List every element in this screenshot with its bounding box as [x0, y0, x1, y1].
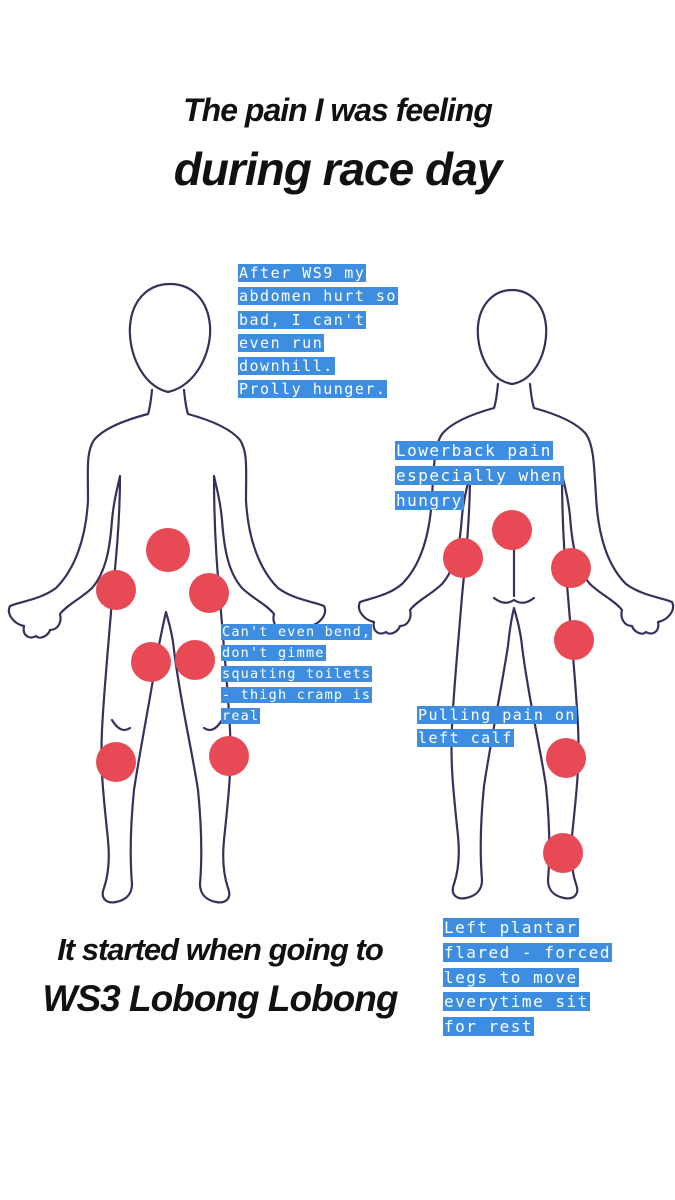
note-lowerback-text: Lowerback pain especially when hungry [395, 441, 564, 510]
pain-marker-left-thigh [175, 640, 215, 680]
back-body-outline [357, 288, 675, 900]
pain-marker-left-knee [209, 736, 249, 776]
note-plantar: Left plantar flared - forced legs to mov… [443, 916, 612, 1040]
note-thigh: Can't even bend, don't gimme squating to… [221, 622, 373, 727]
pain-marker-right-knee [96, 742, 136, 782]
note-calf-text: Pulling pain on left calf [417, 706, 577, 748]
note-abdomen-text: After WS9 my abdomen hurt so bad, I can'… [238, 264, 398, 399]
pain-marker-abdomen [146, 528, 190, 572]
pain-marker-right-hip [96, 570, 136, 610]
title-line-1: The pain I was feeling [183, 92, 493, 128]
note-abdomen: After WS9 my abdomen hurt so bad, I can'… [238, 262, 398, 402]
note-plantar-text: Left plantar flared - forced legs to mov… [443, 918, 612, 1037]
title-line-2: during race day [173, 143, 503, 195]
footer-line-1: It started when going to [57, 932, 384, 967]
pain-marker-hamstring [554, 620, 594, 660]
pain-marker-calf [546, 738, 586, 778]
footer-line-2: WS3 Lobong Lobong [42, 978, 399, 1019]
pain-marker-right-thigh [131, 642, 171, 682]
note-calf: Pulling pain on left calf [417, 704, 577, 751]
pain-marker-left-hip [189, 573, 229, 613]
pain-marker-lower-back [492, 510, 532, 550]
note-lowerback: Lowerback pain especially when hungry [395, 439, 564, 513]
pain-marker-back-right-hip [551, 548, 591, 588]
pain-marker-back-left-hip [443, 538, 483, 578]
pain-marker-heel [543, 833, 583, 873]
note-thigh-text: Can't even bend, don't gimme squating to… [221, 624, 373, 724]
